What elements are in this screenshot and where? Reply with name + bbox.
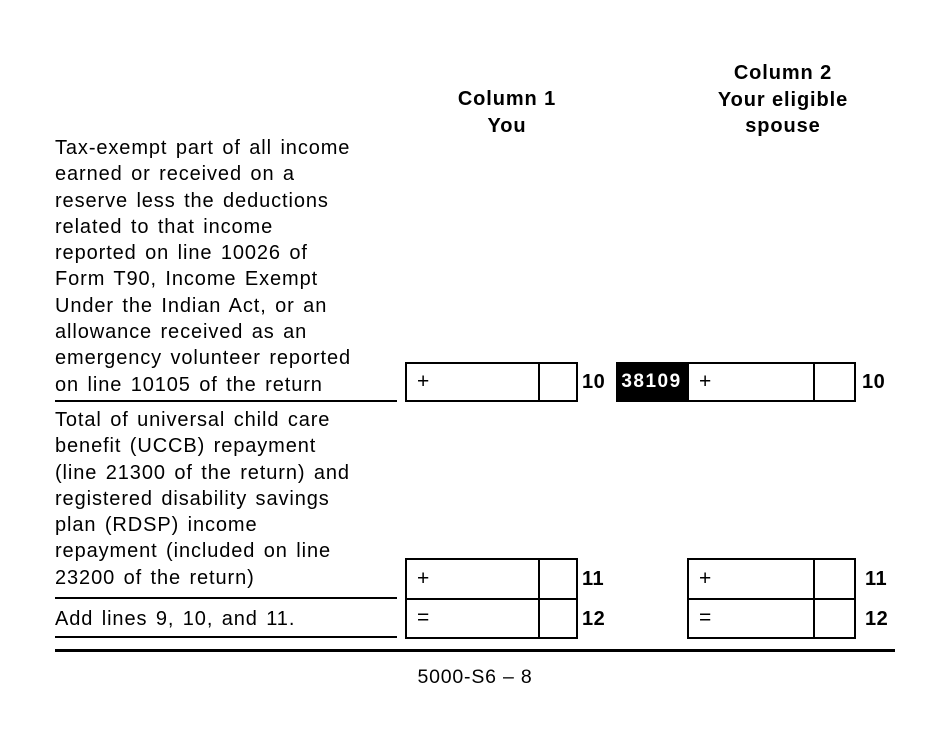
line11-12-col1-box: + = <box>405 558 578 639</box>
line12-col2-line-number: 12 <box>865 607 889 630</box>
line11-col2-line-number: 11 <box>865 567 888 590</box>
line11-col2-amount-field[interactable]: + <box>689 560 854 600</box>
line10-field-code-badge: 38109 <box>616 362 687 402</box>
divider-rule-line12 <box>55 636 397 638</box>
page-number: 5000-S6 – 8 <box>417 666 533 688</box>
equals-operator: = <box>417 606 430 630</box>
line11-12-col2-box: + = <box>687 558 856 639</box>
cents-divider <box>538 364 540 400</box>
line10-col1-amount-field[interactable]: + <box>405 362 578 402</box>
equals-operator: = <box>699 606 712 630</box>
line11-col1-amount-field[interactable]: + <box>407 560 576 600</box>
divider-rule-line10 <box>55 400 397 402</box>
column2-header: Column 2 Your eligible spouse <box>717 62 849 137</box>
line10-col2-line-number: 10 <box>862 370 886 393</box>
line11-col1-line-number: 11 <box>582 567 605 590</box>
line12-col1-amount-field[interactable]: = <box>407 600 576 638</box>
plus-operator: + <box>699 370 712 393</box>
plus-operator: + <box>417 370 430 393</box>
line11-description: Total of universal child care benefit (U… <box>55 409 350 589</box>
column1-header: Column 1 You <box>457 88 557 137</box>
line10-col1-line-number: 10 <box>582 370 606 393</box>
line10-description: Tax-exempt part of all income earned or … <box>55 137 352 396</box>
cents-divider <box>813 560 815 637</box>
line12-col1-line-number: 12 <box>582 607 606 630</box>
line10-col2-amount-field[interactable]: + <box>687 362 856 402</box>
line12-description: Add lines 9, 10, and 11. <box>55 608 296 630</box>
line12-col2-amount-field[interactable]: = <box>689 600 854 638</box>
plus-operator: + <box>417 566 430 590</box>
divider-rule-line11 <box>55 597 397 599</box>
plus-operator: + <box>699 566 712 590</box>
cents-divider <box>538 560 540 637</box>
cents-divider <box>813 364 815 400</box>
section-end-rule <box>55 649 895 652</box>
